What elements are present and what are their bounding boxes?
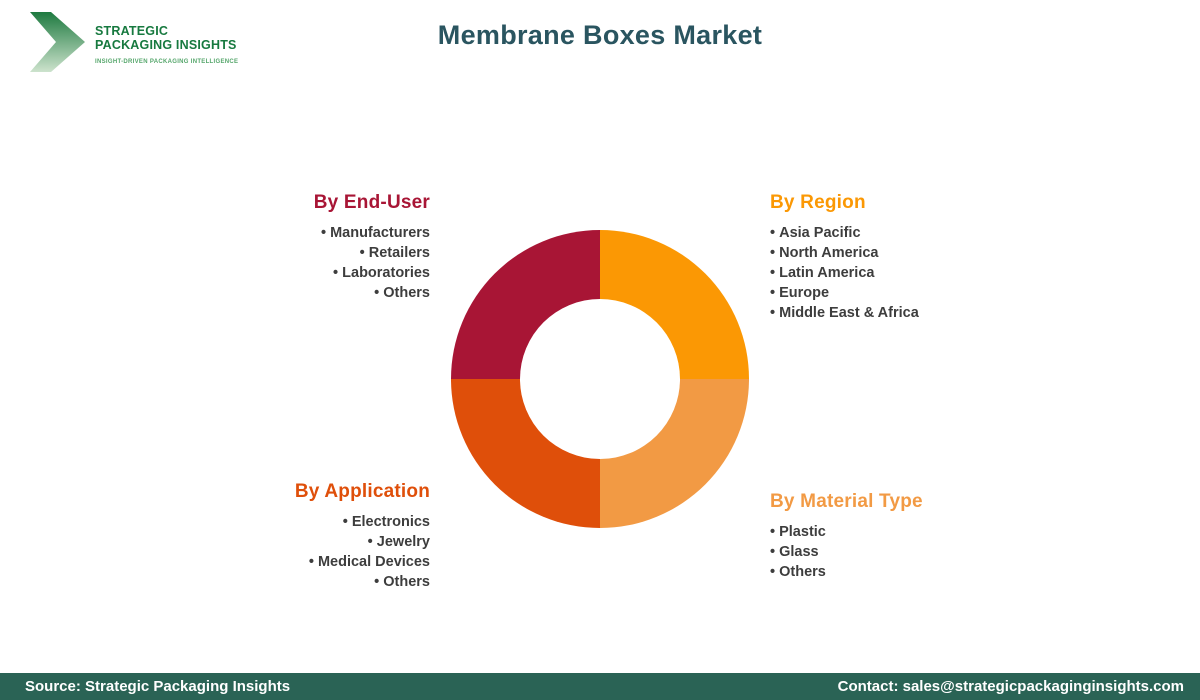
segment-list: Electronics Jewelry Medical Devices Othe… (170, 512, 430, 592)
list-item: North America (770, 243, 1030, 263)
page-title: Membrane Boxes Market (437, 20, 763, 50)
list-item: Latin America (770, 263, 1030, 283)
list-item: Others (170, 572, 430, 592)
logo-name-line2: PACKAGING INSIGHTS (95, 38, 237, 52)
segment-region: By Region Asia Pacific North America Lat… (770, 192, 1030, 323)
segment-heading: By Application (294, 481, 430, 502)
segment-heading: By End-User (313, 192, 430, 213)
logo-tagline: INSIGHT-DRIVEN PACKAGING INTELLIGENCE (95, 59, 239, 65)
segment-list: Manufacturers Retailers Laboratories Oth… (170, 223, 430, 303)
list-item: Electronics (170, 512, 430, 532)
segment-heading: By Material Type (770, 491, 923, 512)
segment-end-user: By End-User Manufacturers Retailers Labo… (170, 192, 430, 303)
list-item: Glass (770, 542, 1030, 562)
footer-bar: Source: Strategic Packaging Insights Con… (0, 673, 1200, 700)
segment-material-type: By Material Type Plastic Glass Others (770, 491, 1030, 582)
list-item: Europe (770, 283, 1030, 303)
segment-heading: By Region (770, 192, 866, 213)
logo-text: STRATEGIC PACKAGING INSIGHTS INSIGHT-DRI… (95, 12, 238, 65)
list-item: Asia Pacific (770, 223, 1030, 243)
list-item: Manufacturers (170, 223, 430, 243)
list-item: Others (770, 562, 1030, 582)
footer-contact: Contact: sales@strategicpackaginginsight… (837, 678, 1184, 695)
segment-list: Plastic Glass Others (770, 522, 1030, 582)
list-item: Retailers (170, 243, 430, 263)
list-item: Jewelry (170, 532, 430, 552)
segment-list: Asia Pacific North America Latin America… (770, 223, 1030, 323)
donut-chart-hole (520, 299, 680, 459)
list-item: Laboratories (170, 263, 430, 283)
segment-application: By Application Electronics Jewelry Medic… (170, 481, 430, 592)
chevron-logo-icon (30, 12, 85, 72)
brand-logo: STRATEGIC PACKAGING INSIGHTS INSIGHT-DRI… (30, 12, 238, 72)
list-item: Plastic (770, 522, 1030, 542)
list-item: Middle East & Africa (770, 303, 1030, 323)
logo-name-line1: STRATEGIC (95, 24, 169, 38)
list-item: Medical Devices (170, 552, 430, 572)
footer-source: Source: Strategic Packaging Insights (25, 678, 291, 695)
list-item: Others (170, 283, 430, 303)
